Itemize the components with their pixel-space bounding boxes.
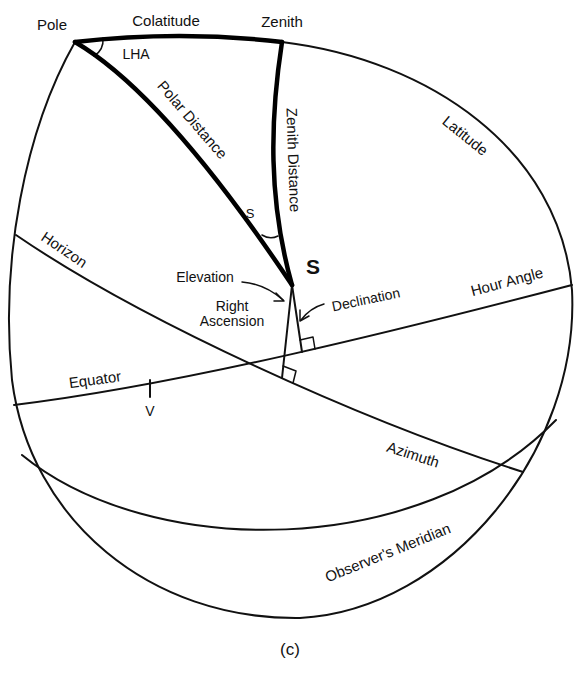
circle-label: Observer's Meridian (323, 520, 453, 585)
circle-label: Latitude (439, 113, 491, 159)
leader-line (301, 304, 324, 320)
equator-circle (14, 285, 572, 405)
arc-label: Right Ascension (193, 299, 271, 330)
circle-label: Equator (68, 368, 122, 392)
leader-line (242, 282, 283, 300)
polar-distance-arc (75, 42, 292, 285)
callout-label: Elevation (176, 270, 234, 285)
right-angle-mark (300, 337, 315, 349)
callout-label: Declination (331, 285, 402, 314)
arc-label: Zenith Distance (283, 108, 303, 213)
colatitude-arc (75, 36, 282, 42)
arrow-head (274, 293, 284, 301)
angle-arc (262, 235, 278, 238)
right-angle-mark (283, 366, 296, 383)
pole-label: Pole (37, 17, 67, 34)
arrow-head (300, 310, 309, 321)
meridian-circle (22, 420, 556, 530)
zenith-label: Zenith (261, 14, 303, 31)
horizon-circle (16, 235, 523, 472)
figure-caption: (c) (280, 641, 300, 660)
vertical-circle (282, 285, 292, 378)
point-label: V (145, 404, 154, 419)
sphere-outline (9, 42, 572, 618)
arc-label: Azimuth (385, 439, 442, 471)
arc-label: Colatitude (132, 13, 200, 30)
star-label: S (306, 255, 320, 278)
equinox-tick (149, 380, 151, 397)
angle-label: S (246, 207, 255, 221)
angle-label: LHA (122, 47, 149, 62)
